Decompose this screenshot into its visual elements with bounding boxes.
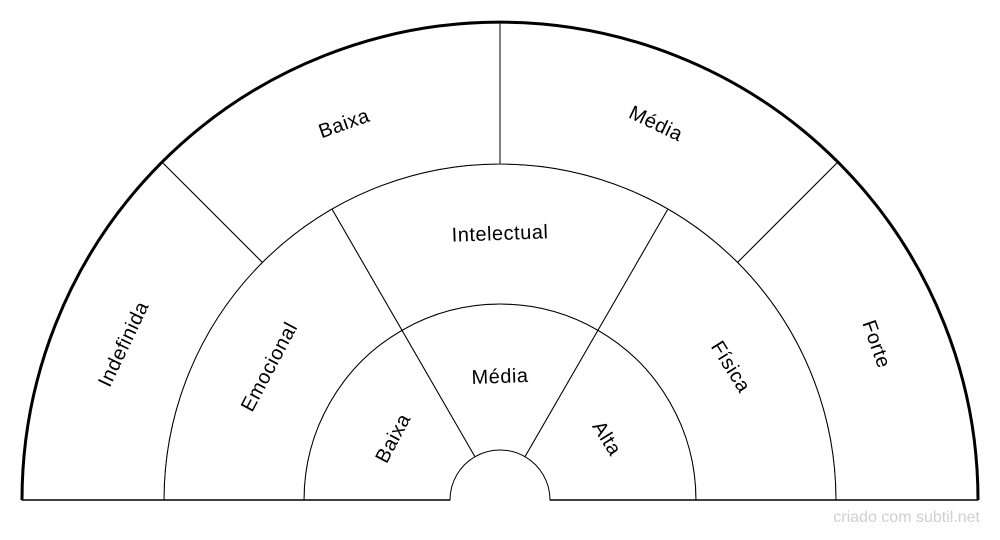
- segment-label-ring2-2: Intelectual: [451, 221, 548, 246]
- outer-outline: [20, 20, 980, 501]
- credit-text: criado com subtil.net: [833, 509, 980, 526]
- ring-segments: [21, 21, 979, 501]
- segment-label-ring1-2: Média: [471, 365, 529, 389]
- outer-arc: [20, 20, 980, 501]
